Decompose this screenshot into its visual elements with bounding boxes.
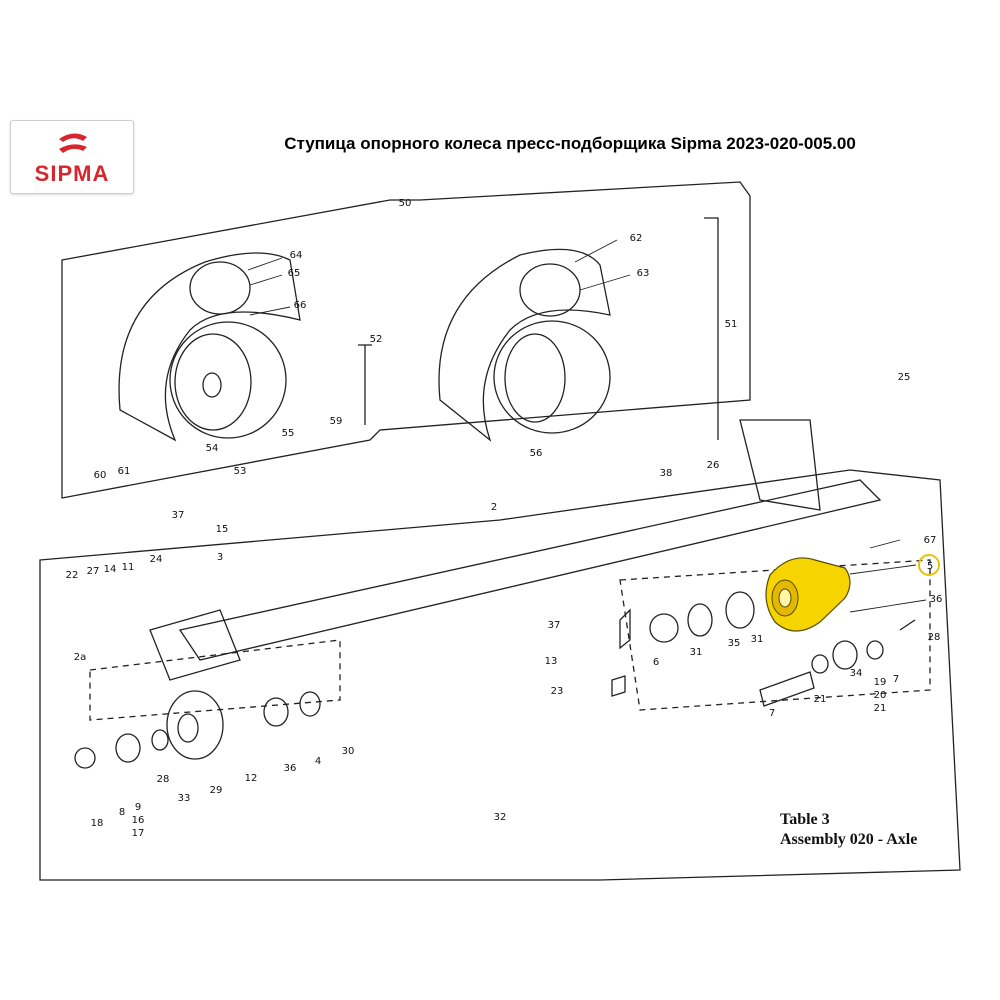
callout-53: 53 — [234, 466, 247, 477]
callout-14: 14 — [104, 564, 117, 575]
callout-31: 31 — [751, 634, 764, 645]
callout-28: 28 — [157, 774, 170, 785]
callout-34: 34 — [850, 668, 863, 679]
callout-7: 7 — [893, 674, 899, 685]
sipma-logo-text: SIPMA — [34, 161, 110, 186]
callout-54: 54 — [206, 443, 219, 454]
callout-21: 21 — [814, 694, 827, 705]
callout-5: 5 — [927, 561, 933, 572]
callout-24: 24 — [150, 554, 163, 565]
callout-32: 32 — [494, 812, 507, 823]
axle-beam — [178, 479, 882, 661]
callout-36: 36 — [930, 594, 943, 605]
callout-5-circle — [918, 554, 940, 576]
caption-line-2: Assembly 020 - Axle — [780, 831, 918, 848]
callout-23: 23 — [551, 686, 564, 697]
caption-line-1: Table 3 — [780, 811, 830, 828]
bracket-1 — [39, 469, 961, 881]
callout-7: 7 — [769, 708, 775, 719]
callout-52: 52 — [370, 334, 383, 345]
page-title: Ступица опорного колеса пресс-подборщика… — [284, 134, 856, 153]
callout-51: 51 — [725, 319, 738, 330]
callout-36: 36 — [284, 763, 297, 774]
rim-left — [169, 321, 287, 439]
sipma-logo-mark-icon — [59, 133, 87, 153]
callout-59: 59 — [330, 416, 343, 427]
callout-64: 64 — [290, 250, 303, 261]
bracket-52 — [358, 344, 372, 425]
rim-right — [493, 320, 611, 434]
callout-17: 17 — [132, 828, 145, 839]
callout-50: 50 — [399, 198, 412, 209]
callout-19: 19 — [874, 677, 887, 688]
callout-30: 30 — [342, 746, 355, 757]
callout-22: 22 — [66, 570, 79, 581]
callout-20: 20 — [874, 690, 887, 701]
callout-31: 31 — [690, 647, 703, 658]
callout-12: 12 — [245, 773, 258, 784]
callout-21: 21 — [874, 703, 887, 714]
tire-right — [438, 248, 611, 442]
table-caption: Table 3 Assembly 020 - Axle — [780, 810, 917, 850]
callout-29: 29 — [210, 785, 223, 796]
callout-3: 3 — [217, 552, 223, 563]
callout-2a: 2a — [74, 652, 87, 663]
callout-13: 13 — [545, 656, 558, 667]
callout-55: 55 — [282, 428, 295, 439]
callout-60: 60 — [94, 470, 107, 481]
callout-37: 37 — [548, 620, 561, 631]
callout-61: 61 — [118, 466, 131, 477]
callout-2: 2 — [491, 502, 497, 513]
callout-6: 6 — [653, 657, 659, 668]
hub-part-5-highlight — [765, 554, 940, 632]
callout-66: 66 — [294, 300, 307, 311]
hub-left — [166, 690, 224, 760]
tube-left — [189, 261, 251, 315]
tire-left — [118, 252, 301, 442]
callout-63: 63 — [637, 268, 650, 279]
callout-62: 62 — [630, 233, 643, 244]
callout-37: 37 — [172, 510, 185, 521]
callout-28: 28 — [928, 632, 941, 643]
callout-35: 35 — [728, 638, 741, 649]
callout-4: 4 — [315, 756, 321, 767]
callout-18: 18 — [91, 818, 104, 829]
tube-right — [519, 263, 581, 317]
callout-16: 16 — [132, 815, 145, 826]
callout-25: 25 — [898, 372, 911, 383]
callout-67: 67 — [924, 535, 937, 546]
callout-65: 65 — [288, 268, 301, 279]
callout-38: 38 — [660, 468, 673, 479]
sipma-logo: SIPMA — [10, 120, 134, 194]
bracket-50 — [61, 181, 751, 499]
callout-56: 56 — [530, 448, 543, 459]
callout-26: 26 — [707, 460, 720, 471]
callout-11: 11 — [122, 562, 135, 573]
callout-33: 33 — [178, 793, 191, 804]
callout-15: 15 — [216, 524, 229, 535]
callout-8: 8 — [119, 807, 125, 818]
bracket-51 — [704, 217, 719, 440]
callout-9: 9 — [135, 802, 141, 813]
callout-27: 27 — [87, 566, 100, 577]
